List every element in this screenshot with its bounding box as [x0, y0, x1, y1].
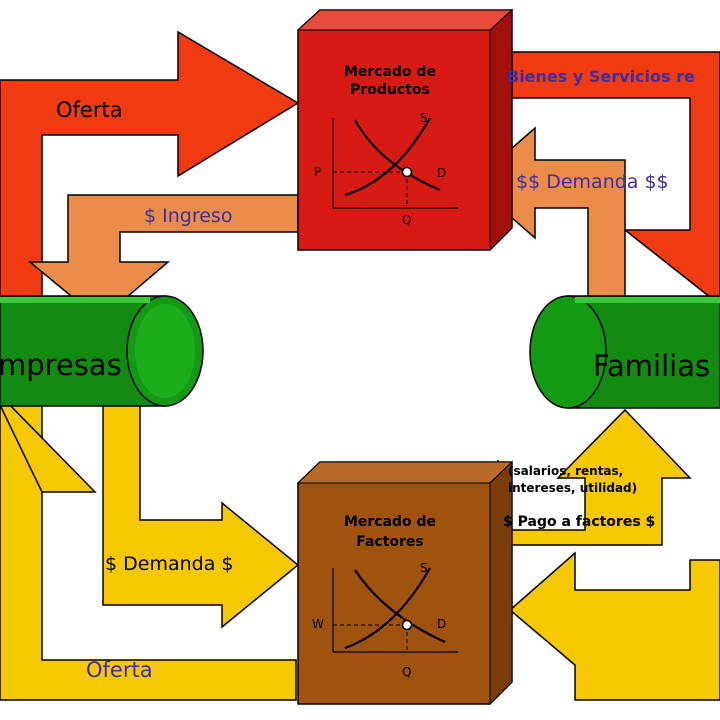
- factors-market-title-1: Mercado de: [344, 514, 436, 530]
- factors-market-box: [296, 460, 514, 706]
- products-axis-q: Q: [402, 213, 411, 227]
- products-market-title-2: Productos: [350, 82, 430, 98]
- products-market-title-1: Mercado de: [344, 64, 436, 80]
- products-curve-s: S: [420, 111, 428, 125]
- factor-payment-note-2: intereses, utilidad): [508, 481, 637, 495]
- factor-payment-note-1: (salarios, rentas,: [508, 464, 623, 478]
- factors-mini-chart: [332, 567, 458, 653]
- bottom-supply-label: Oferta: [86, 658, 153, 682]
- factor-payment-arrow: [497, 408, 692, 546]
- demand-money-label: $$ Demanda $$: [516, 171, 669, 193]
- income-flow-arrow: [27, 194, 299, 321]
- households-label: Familias: [593, 349, 710, 383]
- bottom-left-arrowhead: [0, 393, 97, 493]
- factors-market-title-2: Factores: [356, 534, 424, 550]
- products-mini-chart: [332, 117, 458, 209]
- firms-node: [0, 295, 204, 407]
- top-supply-flow-arrow: [0, 30, 300, 301]
- firms-label: mpresas: [0, 348, 122, 382]
- real-goods-flow-arrow: [511, 51, 720, 306]
- factors-curve-s: S: [420, 561, 428, 575]
- top-supply-label: Oferta: [56, 98, 123, 122]
- factor-payment-label: $ Pago a factores $: [503, 514, 655, 530]
- factor-demand-label: $ Demanda $: [105, 553, 233, 575]
- products-axis-p: P: [314, 165, 321, 179]
- factors-axis-q: Q: [402, 665, 411, 679]
- products-market-box: [296, 8, 514, 252]
- factor-supply-return-arrow: [508, 551, 720, 701]
- factor-demand-arrow: [102, 394, 300, 629]
- real-goods-label: Bienes y Servicios re: [507, 67, 695, 86]
- factors-axis-w: W: [312, 617, 324, 631]
- factors-curve-d: D: [437, 617, 446, 631]
- households-node: [529, 295, 720, 409]
- income-label: $ Ingreso: [144, 205, 232, 227]
- products-curve-d: D: [437, 166, 446, 180]
